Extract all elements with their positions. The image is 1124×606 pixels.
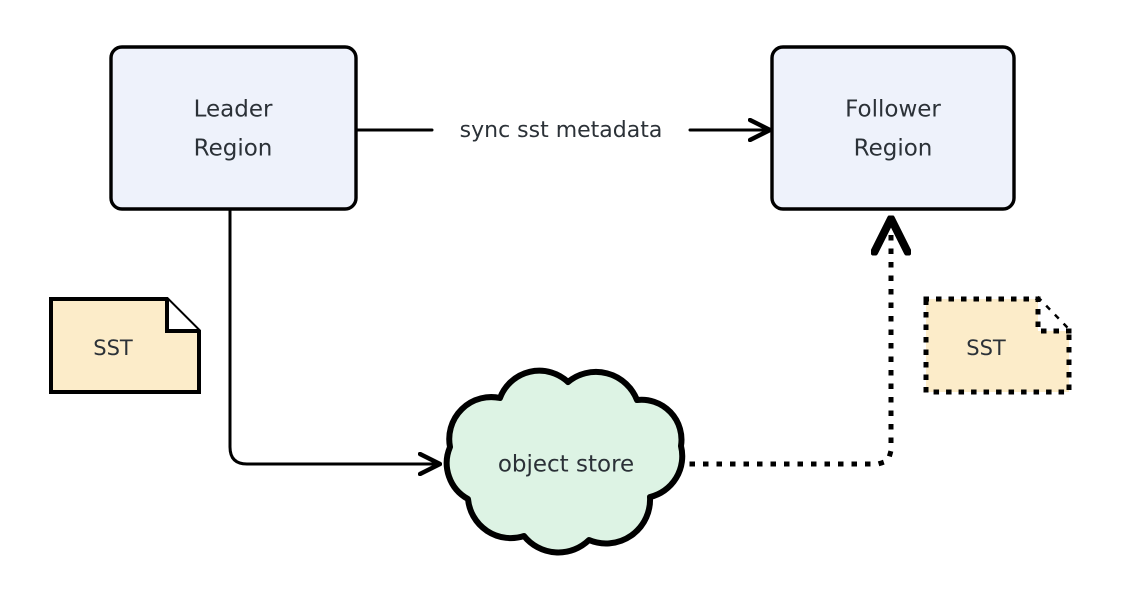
leader-region-label-line1: Leader (194, 97, 273, 123)
node-sst-leader[interactable]: SST (49, 297, 201, 394)
node-follower-region[interactable]: Follower Region (770, 45, 1016, 211)
object-store-cloud-shape[interactable] (443, 367, 686, 556)
edge-sync-label: sync sst metadata (460, 118, 663, 143)
sst-follower-body[interactable] (923, 296, 1072, 395)
sst-leader-label: SST (93, 336, 133, 360)
sst-follower-fold-icon (1035, 296, 1072, 334)
sst-leader-body[interactable] (49, 297, 201, 394)
sst-leader-fold-icon (165, 299, 199, 333)
edge-fetch-path (689, 222, 891, 467)
edge-object-store-to-follower (689, 222, 891, 467)
edge-leader-to-object-store (228, 208, 438, 464)
leader-region-label-line2: Region (194, 136, 273, 162)
leader-region-box[interactable] (109, 45, 358, 211)
follower-region-box[interactable] (770, 45, 1016, 211)
node-sst-follower[interactable]: SST (923, 296, 1072, 395)
sst-follower-label: SST (966, 336, 1006, 360)
node-object-store[interactable]: object store (443, 367, 686, 556)
edge-sync-sst-metadata: sync sst metadata (355, 118, 768, 143)
object-store-label: object store (498, 452, 634, 478)
follower-region-label-line1: Follower (845, 97, 941, 123)
edge-upload-path (228, 208, 438, 464)
node-leader-region[interactable]: Leader Region (109, 45, 358, 211)
follower-region-label-line2: Region (854, 136, 933, 162)
